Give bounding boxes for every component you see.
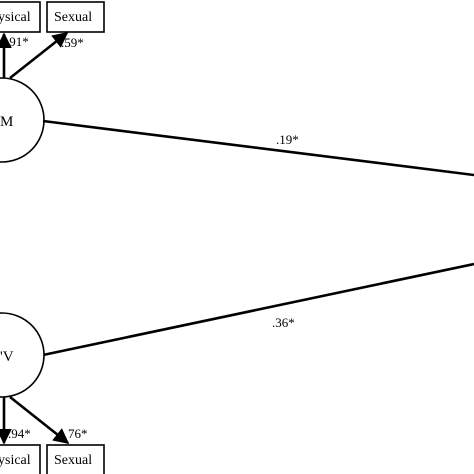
- top-indicator-right: Sexual: [46, 1, 105, 33]
- top-left-loading-label: .91*: [6, 34, 29, 49]
- top-structural-path: [42, 119, 474, 177]
- bottom-factor: 'V: [0, 312, 45, 398]
- top-path-coefficient: .19*: [276, 132, 299, 147]
- bottom-indicator-right-label: Sexual: [54, 453, 92, 468]
- bottom-path-coefficient: .36*: [272, 315, 295, 330]
- top-indicator-left: ysical: [0, 1, 41, 33]
- top-factor-label: M: [0, 114, 13, 130]
- top-right-loading-label: .59*: [61, 35, 84, 50]
- bottom-indicator-right: Sexual: [46, 444, 105, 474]
- top-factor: M: [0, 77, 45, 163]
- bottom-right-loading-arrow: [9, 395, 70, 445]
- top-indicator-left-label: ysical: [0, 10, 31, 25]
- top-indicator-right-label: Sexual: [54, 10, 92, 25]
- bottom-structural-path: [42, 262, 474, 357]
- bottom-indicator-left: ysical: [0, 444, 41, 474]
- bottom-left-loading-label: .94*: [8, 426, 31, 441]
- top-right-loading-arrow: [9, 31, 69, 80]
- bottom-factor-label: 'V: [0, 349, 14, 365]
- bottom-right-loading-label: 76*: [68, 426, 88, 441]
- bottom-indicator-left-label: ysical: [0, 453, 31, 468]
